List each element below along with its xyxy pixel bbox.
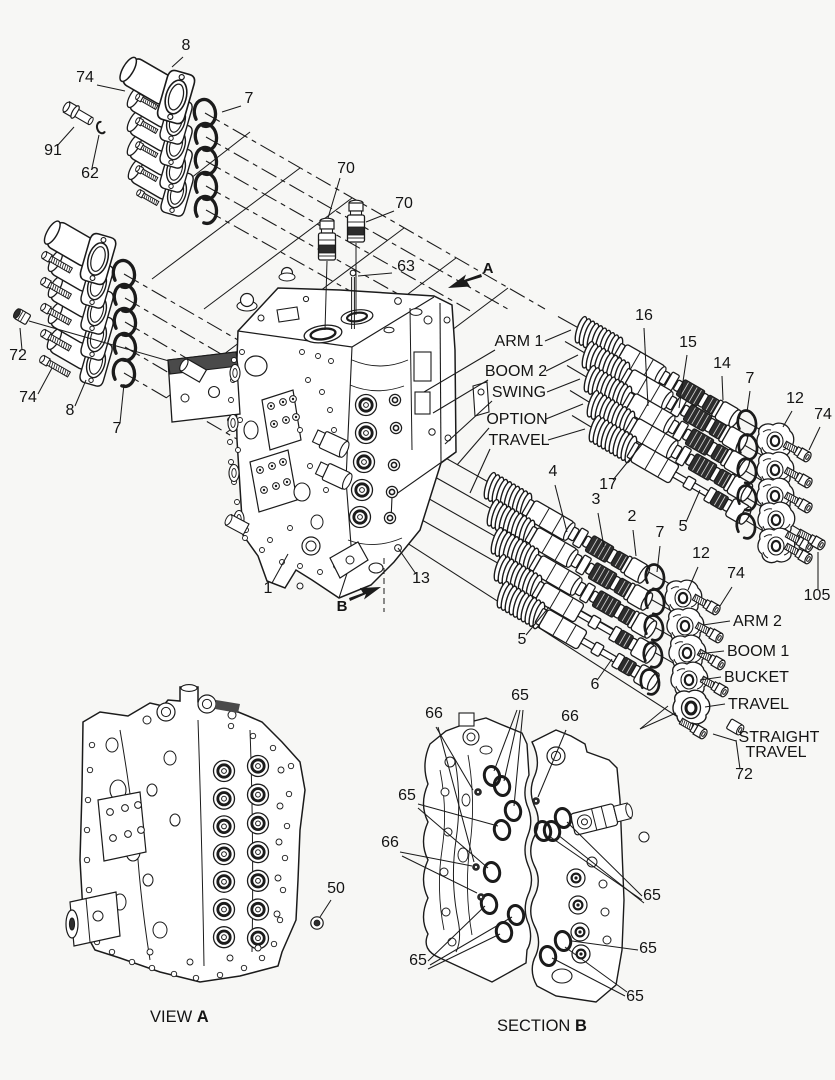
svg-text:STRAIGHT: STRAIGHT: [739, 729, 820, 746]
svg-text:65: 65: [626, 988, 644, 1005]
svg-text:5: 5: [518, 631, 527, 648]
svg-text:7: 7: [245, 90, 254, 107]
svg-text:SECTION B: SECTION B: [497, 1017, 587, 1035]
svg-text:3: 3: [592, 491, 601, 508]
svg-text:13: 13: [412, 570, 430, 587]
svg-text:65: 65: [398, 787, 416, 804]
svg-text:74: 74: [76, 69, 94, 86]
svg-text:65: 65: [643, 887, 661, 904]
svg-text:4: 4: [549, 463, 558, 480]
svg-text:63: 63: [397, 258, 415, 275]
svg-text:74: 74: [19, 389, 37, 406]
svg-text:6: 6: [591, 676, 600, 693]
svg-text:SWING: SWING: [492, 384, 546, 401]
svg-text:72: 72: [9, 347, 27, 364]
svg-text:ARM 2: ARM 2: [733, 613, 782, 630]
svg-text:OPTION: OPTION: [486, 411, 547, 428]
svg-text:65: 65: [639, 940, 657, 957]
svg-text:66: 66: [381, 834, 399, 851]
svg-text:2: 2: [628, 508, 637, 525]
svg-text:8: 8: [66, 402, 75, 419]
svg-text:17: 17: [599, 476, 617, 493]
svg-text:VIEW A: VIEW A: [150, 1008, 209, 1026]
svg-text:50: 50: [327, 880, 345, 897]
svg-text:74: 74: [727, 565, 745, 582]
svg-text:12: 12: [786, 390, 804, 407]
svg-text:12: 12: [692, 545, 710, 562]
svg-text:7: 7: [656, 524, 665, 541]
svg-text:TRAVEL: TRAVEL: [728, 696, 789, 713]
svg-text:8: 8: [182, 37, 191, 54]
svg-text:BOOM 1: BOOM 1: [727, 643, 789, 660]
svg-text:5: 5: [679, 518, 688, 535]
svg-text:65: 65: [511, 687, 529, 704]
svg-text:TRAVEL: TRAVEL: [745, 744, 806, 761]
svg-text:70: 70: [395, 195, 413, 212]
svg-text:66: 66: [425, 705, 443, 722]
svg-text:7: 7: [113, 420, 122, 437]
svg-text:74: 74: [814, 406, 832, 423]
svg-text:1: 1: [264, 580, 273, 597]
svg-text:TRAVEL: TRAVEL: [488, 432, 549, 449]
svg-text:BOOM 2: BOOM 2: [485, 363, 547, 380]
svg-text:14: 14: [713, 355, 731, 372]
svg-text:BUCKET: BUCKET: [724, 669, 789, 686]
svg-text:62: 62: [81, 165, 99, 182]
svg-text:66: 66: [561, 708, 579, 725]
svg-text:B: B: [337, 598, 348, 615]
svg-text:72: 72: [735, 766, 753, 783]
svg-text:A: A: [483, 260, 494, 277]
svg-text:15: 15: [679, 334, 697, 351]
svg-text:105: 105: [804, 587, 831, 604]
svg-text:ARM 1: ARM 1: [495, 333, 544, 350]
svg-text:65: 65: [409, 952, 427, 969]
svg-text:16: 16: [635, 307, 653, 324]
svg-text:70: 70: [337, 160, 355, 177]
svg-text:7: 7: [746, 370, 755, 387]
svg-text:91: 91: [44, 142, 62, 159]
